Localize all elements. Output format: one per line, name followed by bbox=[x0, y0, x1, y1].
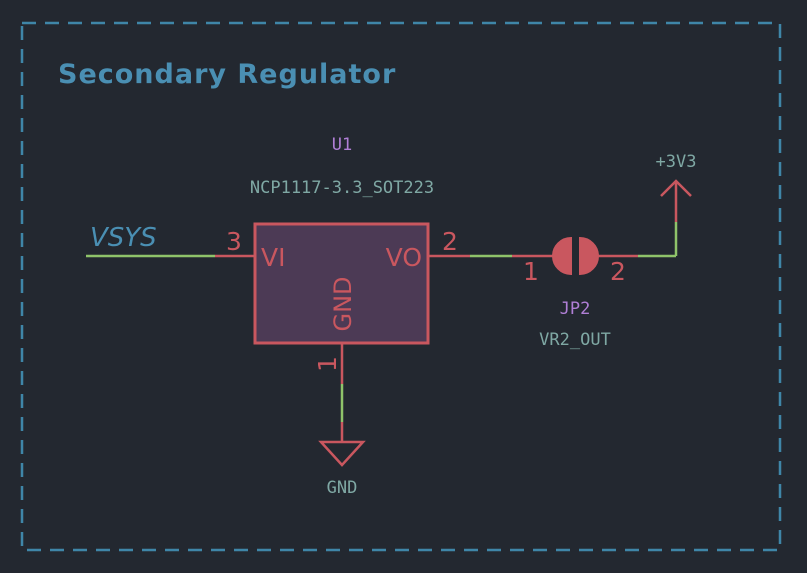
regulator-u1[interactable]: U1 NCP1117-3.3_SOT223 VI VO GND 3 2 1 bbox=[215, 135, 470, 384]
power-symbol-gnd[interactable]: GND bbox=[318, 422, 366, 498]
solder-jumper-jp2[interactable]: 1 2 JP2 VR2_OUT bbox=[512, 236, 638, 350]
sheet-title: Secondary Regulator bbox=[58, 59, 396, 90]
gnd-triangle-icon bbox=[318, 440, 366, 467]
jp2-pin1-number: 1 bbox=[523, 257, 539, 286]
u1-pin-vi-name: VI bbox=[261, 243, 285, 272]
u1-body[interactable] bbox=[253, 222, 430, 345]
wires bbox=[86, 222, 678, 422]
jp2-pad-left[interactable] bbox=[552, 236, 572, 276]
gnd-label: GND bbox=[327, 478, 358, 498]
u1-value: NCP1117-3.3_SOT223 bbox=[250, 178, 434, 198]
hierarchical-sheet-frame[interactable] bbox=[20, 21, 782, 552]
u1-reference: U1 bbox=[332, 135, 352, 155]
u1-pin-vo-number: 2 bbox=[442, 227, 458, 256]
u1-pin-gnd-name: GND bbox=[329, 276, 357, 331]
power-symbol-3v3[interactable]: +3V3 bbox=[656, 152, 697, 222]
u1-pin-vi-number: 3 bbox=[226, 227, 242, 256]
jp2-value: VR2_OUT bbox=[539, 330, 611, 350]
jp2-pad-right[interactable] bbox=[579, 236, 599, 276]
jp2-reference: JP2 bbox=[560, 299, 591, 319]
u1-pin-gnd-number: 1 bbox=[313, 356, 342, 372]
u1-pin-vo-name: VO bbox=[386, 243, 422, 272]
net-label-vsys[interactable]: VSYS bbox=[90, 223, 157, 253]
power-3v3-label: +3V3 bbox=[656, 152, 697, 172]
power-3v3-arrow-icon bbox=[660, 179, 692, 197]
jp2-pin2-number: 2 bbox=[610, 257, 626, 286]
